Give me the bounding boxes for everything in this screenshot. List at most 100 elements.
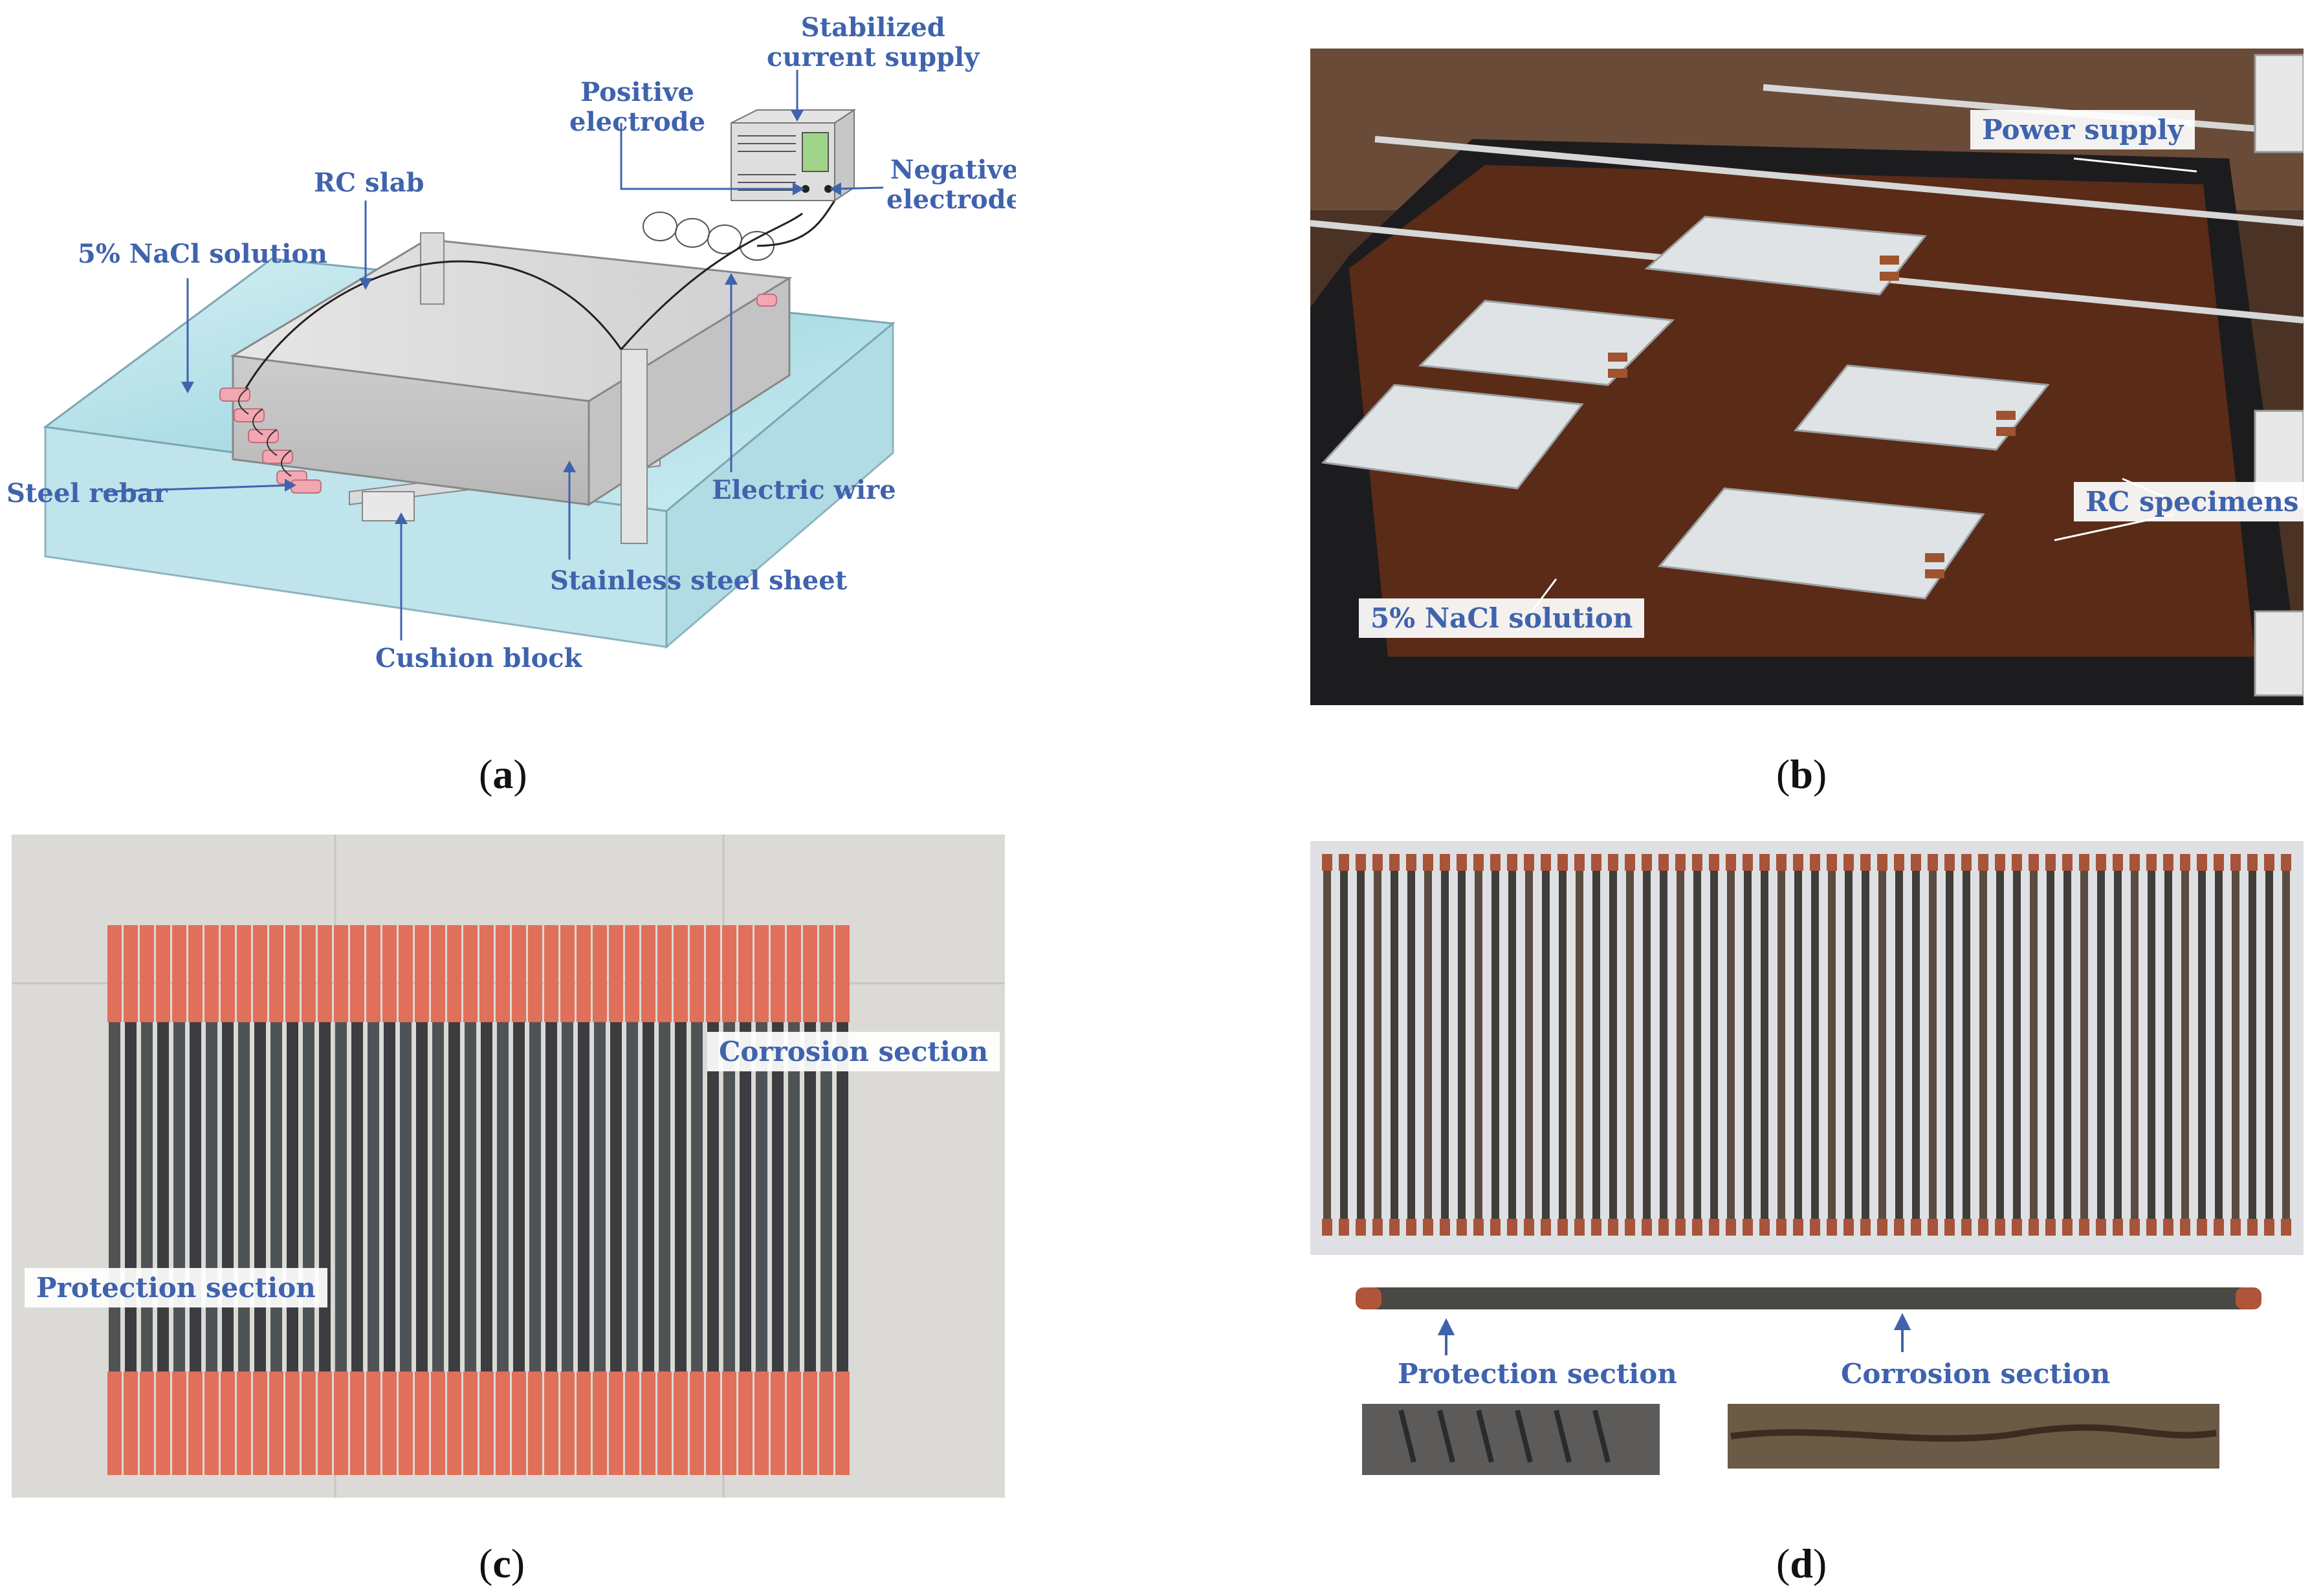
single-rebar-end-right (2236, 1287, 2261, 1309)
rebar-coating-bottom (188, 1372, 203, 1475)
corroded-rebar (1912, 854, 1920, 1236)
corroded-rebar-cap-top (2045, 854, 2056, 871)
corroded-rebar (1996, 854, 2004, 1236)
rebar-coating-bottom (382, 1372, 397, 1475)
corroded-rebar-cap-top (1843, 854, 1854, 871)
rebar-coating-bottom (641, 1372, 655, 1475)
rebar-bar (545, 925, 557, 1475)
corroded-rebar-cap-bottom (2079, 1219, 2089, 1236)
single-rebar-end-left (1356, 1287, 1381, 1309)
corroded-rebar (1811, 854, 1819, 1236)
wire-loops-left (238, 388, 292, 477)
label-electric-wire: Electric wire (712, 475, 896, 505)
rebar-bar (141, 925, 153, 1475)
corroded-rebar (1391, 854, 1398, 1236)
rebar-coating-top (738, 925, 753, 1022)
corroded-rebar-cap-bottom (2163, 1219, 2173, 1236)
rebar-bar (448, 925, 460, 1475)
corroded-rebar-cap-bottom (1911, 1219, 1921, 1236)
corroded-rebar (1491, 854, 1499, 1236)
rebar-coating-bottom (819, 1372, 833, 1475)
label-nacl-solution: 5% NaCl solution (78, 239, 328, 269)
corroded-rebar-cap-bottom (2214, 1219, 2224, 1236)
rebar-coating-bottom (302, 1372, 316, 1475)
rebar-coating-bottom (172, 1372, 186, 1475)
power-supply-vents (738, 135, 796, 191)
rebar-coating-top (366, 925, 380, 1022)
corroded-rebar-cap-bottom (1877, 1219, 1887, 1236)
rebar-coating-bottom (399, 1372, 413, 1475)
caption-d: (d) (1776, 1540, 1827, 1586)
rebar-bar (303, 925, 314, 1475)
rebar-coating-top (334, 925, 348, 1022)
rebar-coating-top (706, 925, 720, 1022)
rebar-bar (157, 925, 169, 1475)
corroded-rebar-cap-top (1743, 854, 1753, 871)
rebar-coating-top (609, 925, 623, 1022)
corrosion-setup-schematic (43, 70, 896, 650)
corroded-rebar-cap-bottom (1608, 1219, 1618, 1236)
rebar-bar (659, 925, 670, 1475)
label-corrosion-section-d: Corrosion section (1841, 1358, 2111, 1390)
corroded-rebar-cap-top (1356, 854, 1366, 871)
corroded-rebar-cap-top (1541, 854, 1551, 871)
rebar-coating-top (771, 925, 785, 1022)
corroded-rebar-cap-bottom (1457, 1219, 1467, 1236)
corroded-rebar-cap-bottom (1675, 1219, 1686, 1236)
corroded-rebar-cap-bottom (1860, 1219, 1871, 1236)
corroded-rebar-cap-bottom (1625, 1219, 1635, 1236)
corroded-rebar (1828, 854, 1836, 1236)
corroded-rebar-cap-bottom (2129, 1219, 2140, 1236)
rc-specimens-photo (1321, 215, 2050, 600)
closeup-corrosion-texture (1730, 1424, 2217, 1442)
corroded-rebar (2097, 854, 2105, 1236)
corroded-rebar-cap-bottom (1827, 1219, 1837, 1236)
rebar-bar (578, 925, 589, 1475)
rebar-coating-bottom (657, 1372, 672, 1475)
corroded-rebar-cap-bottom (1928, 1219, 1938, 1236)
electric-wire-positive (620, 212, 803, 350)
rebar-array-d (1322, 854, 2291, 1236)
coated-rebars-photo (12, 835, 1005, 1498)
rebar-bar (206, 925, 217, 1475)
closeup-protection (1362, 1404, 1660, 1475)
corroded-rebar (2030, 854, 2038, 1236)
rebar-coating-top (447, 925, 461, 1022)
rebar-coating-bottom (674, 1372, 688, 1475)
corroded-rebar-cap-bottom (2247, 1219, 2258, 1236)
corroded-rebar (1542, 854, 1550, 1236)
corroded-rebar (1458, 854, 1466, 1236)
corroded-rebar-cap-top (1726, 854, 1736, 871)
rebar-coating-top (641, 925, 655, 1022)
corroded-rebar (1508, 854, 1516, 1236)
corroded-rebar (2215, 854, 2223, 1236)
corroded-rebar-cap-bottom (1507, 1219, 1517, 1236)
rebar-coating-top (172, 925, 186, 1022)
corroded-rebar (1677, 854, 1684, 1236)
corroded-rebar-cap-top (1625, 854, 1635, 871)
rebar-coating-top (690, 925, 704, 1022)
corroded-rebar-cap-top (1793, 854, 1803, 871)
corroded-rebar-cap-bottom (2062, 1219, 2073, 1236)
corroded-rebar-cap-bottom (1473, 1219, 1484, 1236)
rebar-coating-top (253, 925, 267, 1022)
corroded-rebar-cap-top (1759, 854, 1770, 871)
rebar-coating-top (350, 925, 364, 1022)
corroded-rebar-cap-top (2163, 854, 2173, 871)
rebar-coating-top (156, 925, 170, 1022)
rebar-coating-top (657, 925, 672, 1022)
corroded-rebar-cap-top (2264, 854, 2274, 871)
rebar-bar (351, 925, 363, 1475)
rebar-coating-top (528, 925, 542, 1022)
rebar-coating-top (835, 925, 850, 1022)
corroded-rebar-cap-bottom (1574, 1219, 1585, 1236)
label-steel-rebar: Steel rebar (6, 478, 168, 508)
rebar-coating-top (512, 925, 526, 1022)
panel-d: Protection section Corrosion section (1310, 841, 2304, 1488)
corroded-rebar (1525, 854, 1533, 1236)
single-rebar (1356, 1287, 2261, 1309)
tag-nacl-solution: 5% NaCl solution (1359, 598, 1645, 638)
positive-terminal (802, 185, 809, 193)
corroded-rebar-cap-bottom (1541, 1219, 1551, 1236)
electric-wire-main (245, 260, 622, 389)
